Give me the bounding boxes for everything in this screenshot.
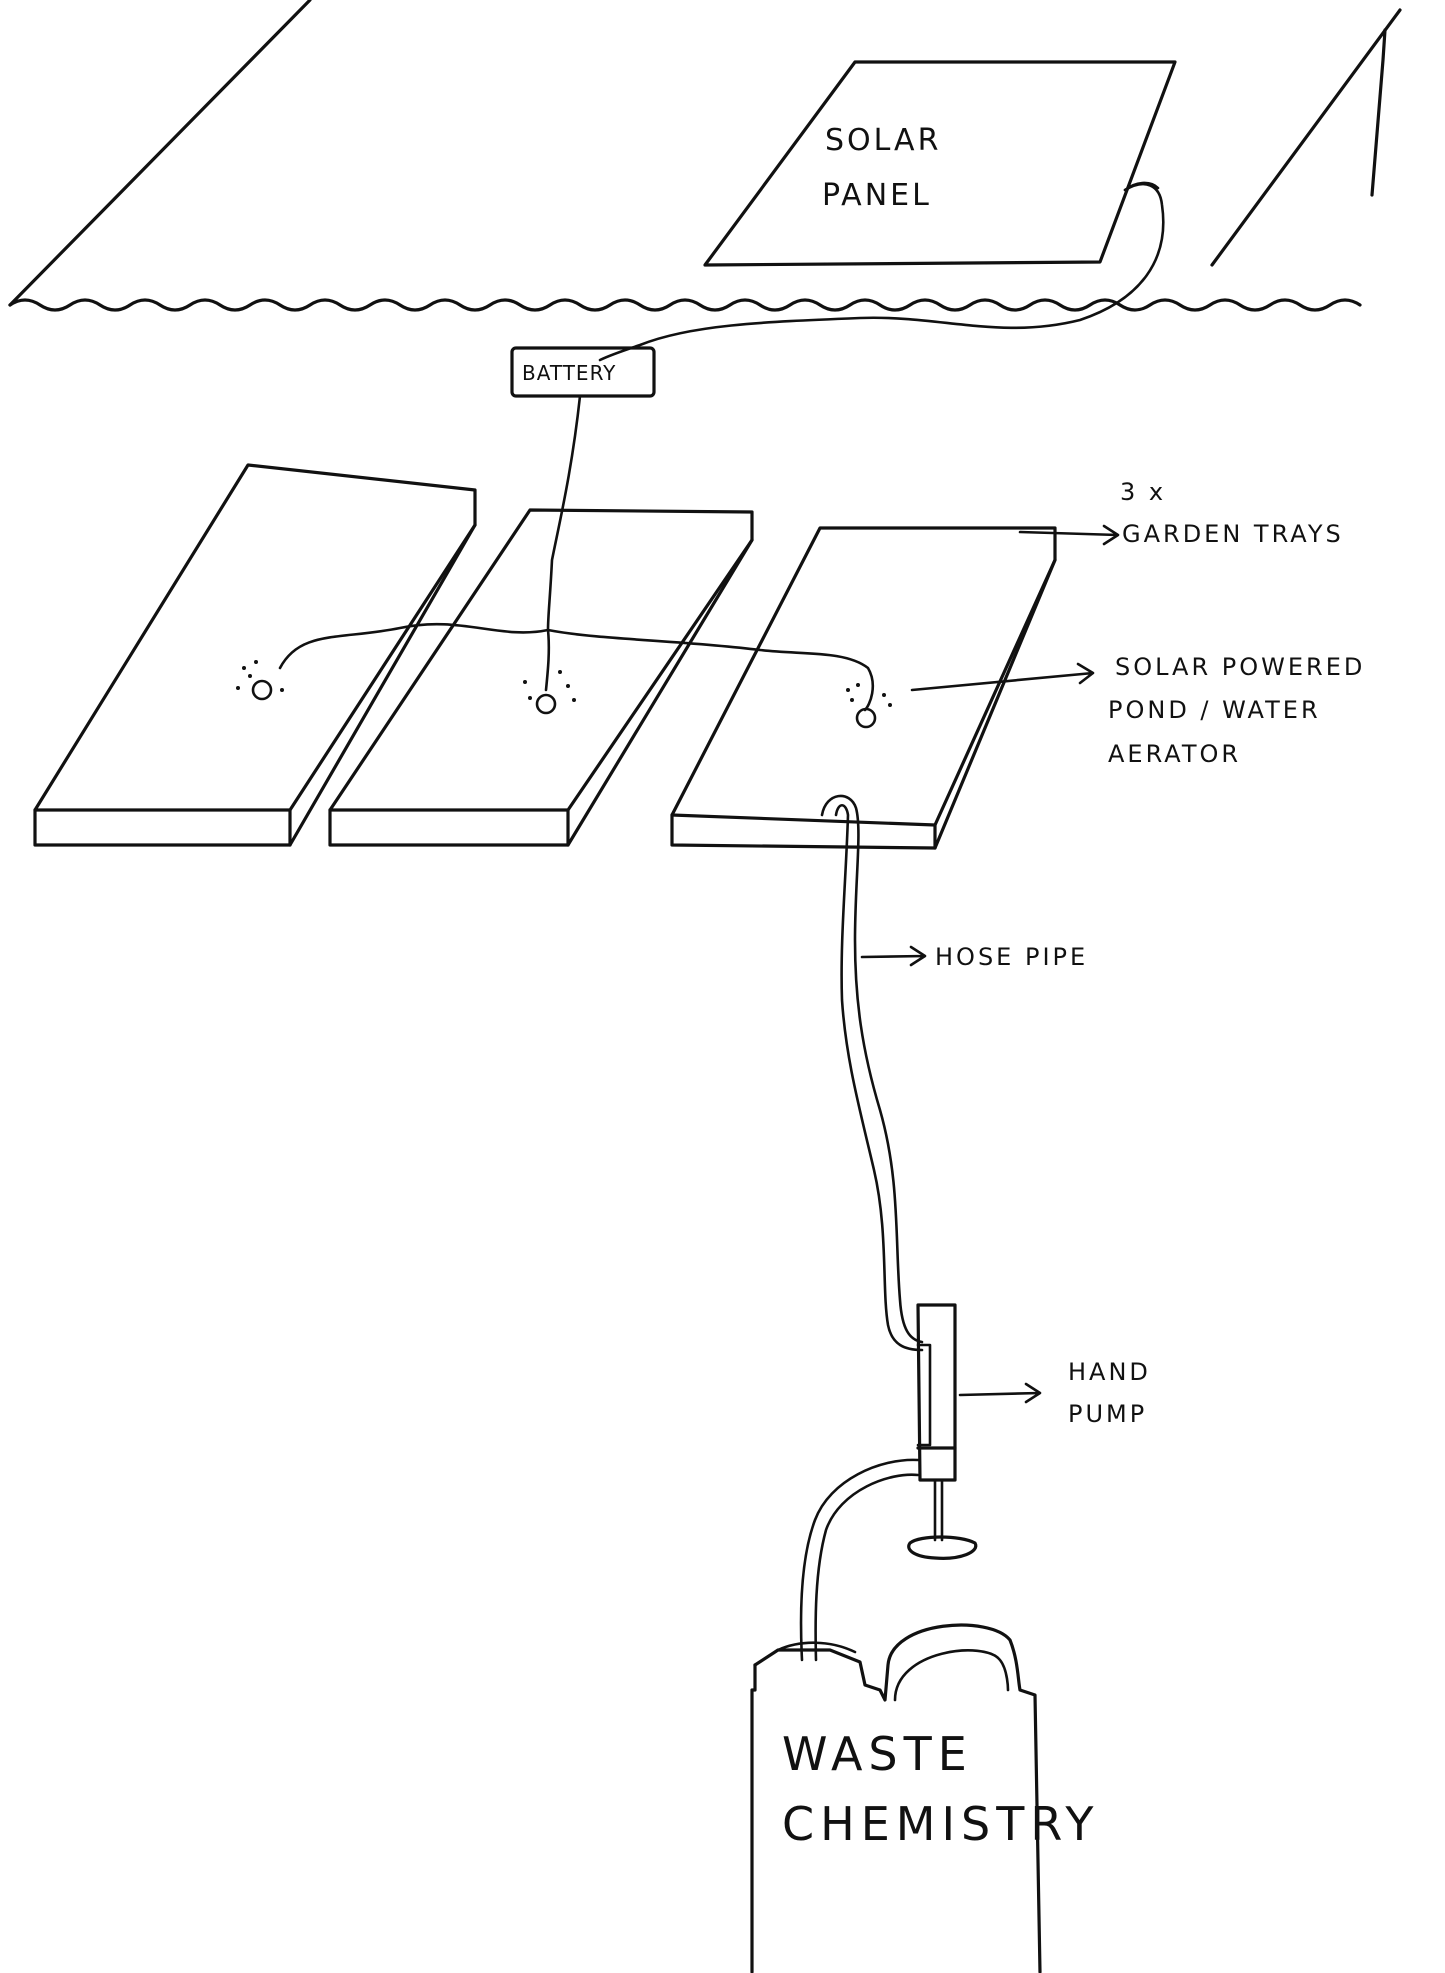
roof-wavy-edge — [8, 298, 1362, 312]
hose-pipe — [820, 794, 924, 1352]
hand-pump — [907, 1303, 978, 1560]
arrow-hose-pipe — [860, 945, 927, 967]
aerator-label-line3: AERATOR — [1108, 740, 1241, 768]
pump-to-container-tube — [799, 1458, 920, 1662]
arrow-garden-trays — [1018, 524, 1120, 546]
roof — [8, 0, 1402, 312]
panel-to-battery-cable — [598, 181, 1165, 362]
arrow-hand-pump — [958, 1382, 1042, 1404]
aerator-label-line1: SOLAR POWERED — [1115, 653, 1365, 681]
garden-tray-1 — [33, 463, 477, 847]
aerator-1 — [236, 660, 284, 701]
garden-trays-label: GARDEN TRAYS — [1122, 520, 1344, 548]
aerator-wiring — [278, 394, 875, 712]
callout-arrows — [860, 524, 1120, 1404]
solar-panel: SOLAR PANEL — [703, 60, 1177, 267]
arrow-aerator — [910, 662, 1095, 692]
garden-tray-2 — [328, 508, 754, 847]
garden-trays-count-label: 3 x — [1120, 478, 1166, 506]
aerator-label-line2: POND / WATER — [1108, 696, 1321, 724]
hose-pipe-label: HOSE PIPE — [935, 943, 1088, 971]
garden-tray-3 — [670, 526, 1057, 850]
waste-chemistry-container: WASTE CHEMISTRY — [750, 1623, 1099, 1973]
hand-pump-label-line2: PUMP — [1068, 1400, 1147, 1428]
solar-panel-label-line1: SOLAR — [825, 123, 941, 158]
hand-pump-label-line1: HAND — [1068, 1358, 1151, 1386]
battery-label: BATTERY — [522, 361, 616, 385]
waste-chemistry-label-line1: WASTE — [782, 1727, 973, 1781]
aerator-3 — [846, 683, 892, 729]
solar-panel-label-line2: PANEL — [822, 178, 932, 213]
battery: BATTERY — [510, 346, 656, 398]
aerator-2 — [523, 670, 576, 715]
waste-chemistry-label-line2: CHEMISTRY — [782, 1797, 1099, 1851]
